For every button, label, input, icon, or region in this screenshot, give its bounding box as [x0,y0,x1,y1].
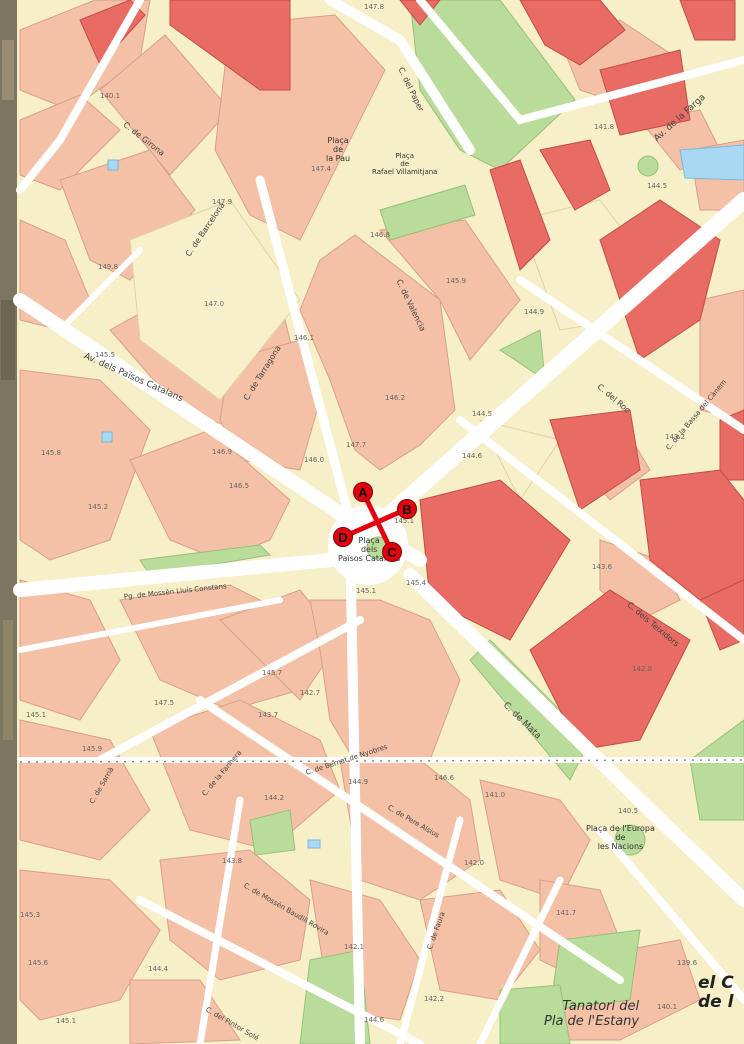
boundary-line [19,759,744,763]
elevation-label: 147.7 [346,441,367,449]
elevation-label: 144.5 [647,182,668,190]
place-label: el C de l [698,973,734,1012]
elevation-label: 141.8 [594,123,615,131]
elevation-label: 143.6 [592,563,613,571]
elevation-label: 144.6 [364,1016,385,1024]
residential-blocks [19,0,744,1044]
elevation-label: 143.8 [222,857,243,865]
marker-a[interactable]: A [353,482,373,502]
elevation-label: 140.1 [657,1003,678,1011]
elevation-label: 145.7 [262,669,283,677]
elevation-label: 144.9 [524,308,545,316]
elevation-label: 145.1 [56,1017,77,1025]
elevation-label: 145.1 [356,587,377,595]
elevation-label: 146.1 [294,334,315,342]
elevation-label: 144.4 [148,965,169,973]
elevation-label: 147.4 [311,165,332,173]
elevation-label: 140.5 [618,807,639,815]
elevation-label: 144.6 [462,452,483,460]
elevation-label: 141.0 [485,791,506,799]
place-label: Tanatori del Pla de l'Estany [544,999,640,1029]
elevation-label: 147.9 [212,198,233,206]
elevation-label: 140.1 [100,92,121,100]
elevation-label: 146.5 [229,482,250,490]
water [101,144,744,849]
elevation-label: 145.4 [406,579,427,587]
elevation-label: 139.6 [677,959,698,967]
elevation-label: 146.9 [212,448,233,456]
elevation-label: 144.9 [348,778,369,786]
aerial-strip [0,0,17,1044]
marker-d[interactable]: D [333,527,353,547]
elevation-label: 147.0 [204,300,225,308]
elevation-label: 147.5 [154,699,175,707]
red-buildings [79,0,744,751]
marker-b[interactable]: B [397,499,417,519]
square-label: Plaça de la Pau [326,136,351,164]
elevation-label: 146.2 [385,394,406,402]
square-label: Plaça de Rafael Villamitjana [372,152,438,177]
elevation-label: 146.8 [370,231,391,239]
elevation-label: 142.8 [632,665,653,673]
square-label: Plaça de l'Europa de les Nacions [586,824,655,852]
elevation-label: 145.8 [41,449,62,457]
marker-c[interactable]: C [382,542,402,562]
elevation-label: 145.9 [82,745,103,753]
elevation-label: 144.2 [264,794,285,802]
elevation-label: 142.0 [464,859,485,867]
elevation-label: 147.8 [364,3,385,11]
elevation-label: 144.5 [472,410,493,418]
square-label: Plaça dels Països Catalans [338,536,401,564]
elevation-label: 146.0 [304,456,325,464]
elevation-label: 145.3 [20,911,41,919]
elevation-label: 141.7 [556,909,577,917]
elevation-label: 145.1 [394,517,415,525]
elevation-label: 143.2 [665,433,686,441]
elevation-label: 143.7 [258,711,279,719]
elevation-label: 146.6 [434,774,455,782]
elevation-label: 145.6 [28,959,49,967]
elevation-label: 145.2 [88,503,109,511]
elevation-label: 149.8 [98,263,119,271]
elevation-label: 145.5 [95,351,116,359]
elevation-label: 142.1 [344,943,365,951]
elevation-label: 145.1 [26,711,47,719]
elevation-label: 142.7 [300,689,321,697]
elevation-label: 145.9 [446,277,467,285]
elevation-label: 142.2 [424,995,445,1003]
